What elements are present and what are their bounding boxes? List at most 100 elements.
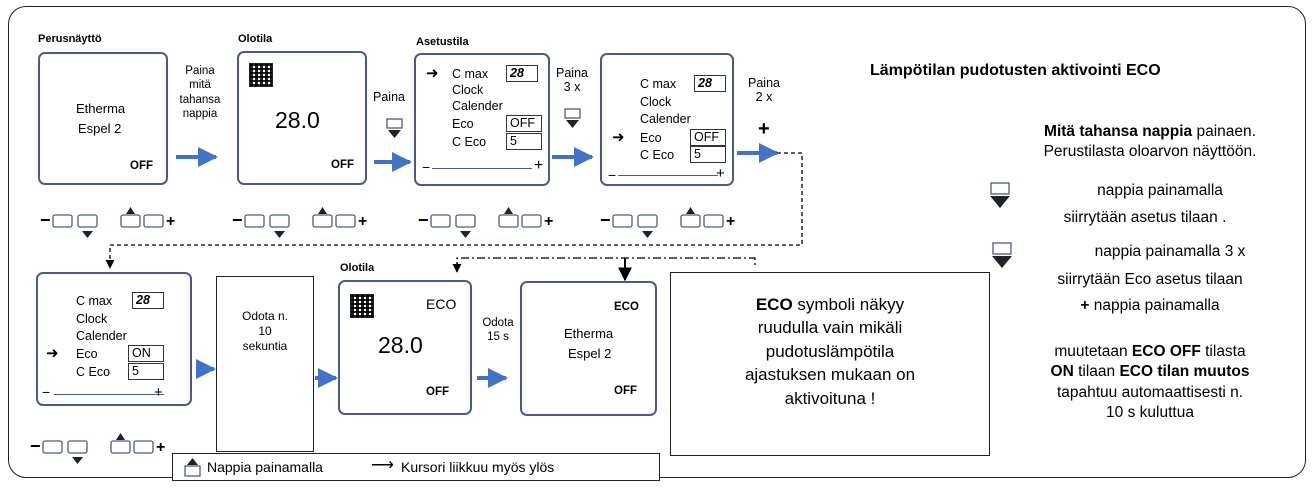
plus-sign: + — [758, 118, 770, 140]
down-button-icon — [990, 242, 1014, 277]
eco-note-line: pudotuslämpötila — [765, 341, 895, 361]
eco-symbol: ECO — [614, 301, 639, 313]
minus-sign: − — [608, 167, 617, 183]
wait-box: Odota n. 10 sekuntia — [216, 276, 314, 452]
slider-line — [432, 168, 532, 169]
instr-text: 10 s kuluttua — [1106, 404, 1194, 422]
cmax-value: 28 — [132, 292, 164, 309]
step-wait-15s: Odota 15 s — [482, 317, 514, 344]
slider-line — [618, 175, 718, 176]
qr-icon — [350, 294, 374, 318]
eco-note-line: ajastuksen mukaan on — [744, 365, 916, 385]
menu-c-eco: C Eco — [76, 365, 111, 379]
screen-perus: Etherma Espel 2 OFF — [38, 52, 168, 185]
instr-bold: + — [1080, 297, 1090, 314]
instructions: Mitä tahansa nappia painaen. Perustilast… — [1000, 122, 1300, 163]
svg-text:+: + — [156, 439, 165, 456]
eco-value: OFF — [690, 129, 726, 146]
svg-text:+: + — [166, 213, 175, 230]
instr-bold: Mitä tahansa nappia — [1044, 123, 1193, 140]
screen-line2: Espel 2 — [568, 346, 612, 361]
state-off: OFF — [130, 160, 153, 172]
eco-note-line: symboli näkyy — [792, 295, 905, 314]
svg-text:−: − — [232, 210, 243, 230]
screen-asetus: ➜ C max 28 Clock Calender Eco OFF C Eco … — [414, 53, 550, 186]
eco-symbol: ECO — [426, 296, 457, 312]
c-eco-value: 5 — [690, 146, 726, 163]
svg-text:−: − — [600, 210, 611, 230]
instr-bold: ECO tilan muutos — [1119, 363, 1250, 381]
minus-sign: − — [42, 384, 51, 400]
screen-line1: Etherma — [564, 326, 614, 341]
label-asetustila: Asetustila — [416, 36, 469, 48]
plus-sign: + — [154, 384, 163, 401]
svg-text:−: − — [30, 436, 41, 456]
menu-c-eco: C Eco — [640, 148, 675, 162]
svg-text:+: + — [726, 213, 735, 230]
instr-text: muutetaan — [1054, 343, 1132, 360]
temperature: 28.0 — [378, 332, 423, 358]
screen-line2: Espel 2 — [78, 121, 122, 136]
menu-eco: Eco — [452, 117, 474, 131]
minus-sign: − — [422, 159, 431, 175]
legend: Nappia painamalla ⟶ Kursori liikkuu myös… — [172, 453, 660, 481]
menu-eco: Eco — [640, 131, 662, 145]
state-off: OFF — [331, 159, 354, 171]
c-eco-value: 5 — [128, 363, 164, 380]
svg-text:−: − — [418, 210, 429, 230]
menu-clock: Clock — [640, 95, 672, 109]
menu-clock: Clock — [452, 83, 484, 97]
instr-line: + nappia painamalla — [1000, 296, 1300, 316]
instr-text: painaen. — [1192, 123, 1256, 140]
eco-value: ON — [128, 345, 164, 362]
instr-bold: ECO OFF — [1131, 343, 1201, 360]
svg-text:+: + — [544, 213, 553, 230]
instr-text: nappia painamalla — [1097, 182, 1223, 199]
eco-note-box: ECO symboli näkyy ruudulla vain mikäli p… — [670, 272, 990, 456]
eco-note-text: ECO symboli näkyy ruudulla vain mikäli p… — [671, 293, 989, 410]
cursor-arrow-icon: ➜ — [46, 345, 59, 362]
step-press-3x: Paina 3 x — [556, 66, 588, 95]
menu-calender: Calender — [452, 99, 503, 113]
screen-olotila: 28.0 OFF — [237, 51, 367, 185]
instr-text: nappia painamalla 3 x — [1094, 243, 1246, 260]
eco-value: OFF — [506, 115, 542, 132]
cursor-arrow-icon: ➜ — [612, 129, 625, 146]
button-row: − + — [232, 204, 382, 249]
instr-text: siirrytään asetus tilaan . — [1063, 209, 1227, 226]
menu-c-eco: C Eco — [452, 135, 487, 149]
instr-text: tapahtuu automaattisesti n. — [1056, 383, 1244, 401]
cmax-value: 28 — [694, 75, 726, 92]
eco-note-bold: ECO — [755, 295, 793, 314]
button-row: − + — [30, 430, 180, 475]
screen-final: ECO Etherma Espel 2 OFF — [520, 281, 657, 416]
plus-sign: + — [716, 165, 725, 182]
dashdot-connector — [456, 257, 756, 270]
menu-cmax: C max — [452, 67, 489, 81]
label-perusnaytto: Perusnäyttö — [38, 33, 102, 45]
plus-sign: + — [534, 157, 544, 174]
menu-clock: Clock — [76, 312, 108, 326]
eco-note-line: aktivoituna ! — [784, 388, 876, 408]
temperature: 28.0 — [275, 107, 320, 133]
instr-bold: ON — [1050, 363, 1074, 381]
eco-note-line: ruudulla vain mikäli — [757, 318, 903, 338]
menu-calender: Calender — [640, 112, 691, 126]
button-row: − + — [40, 204, 190, 249]
dashed-connector — [105, 152, 803, 269]
step-any-button: Paina mitä tahansa nappia — [179, 65, 221, 121]
menu-eco: Eco — [76, 347, 98, 361]
cmax-value: 28 — [506, 65, 538, 82]
menu-cmax: C max — [640, 77, 677, 91]
up-button-icon — [183, 458, 203, 481]
state-off: OFF — [614, 385, 637, 397]
legend-cursor-text: Kursori liikkuu myös ylös — [401, 459, 555, 475]
slider-line — [54, 394, 164, 395]
page-title: Lämpötilan pudotusten aktivointi ECO — [870, 62, 1161, 79]
instr-text: nappia painamalla — [1089, 297, 1220, 314]
svg-text:+: + — [358, 213, 367, 230]
down-button-icon — [988, 182, 1012, 217]
screen-eco-on: C max 28 Clock Calender ➜ Eco ON C Eco 5… — [36, 272, 192, 406]
instr-text: tilasta — [1200, 343, 1246, 360]
